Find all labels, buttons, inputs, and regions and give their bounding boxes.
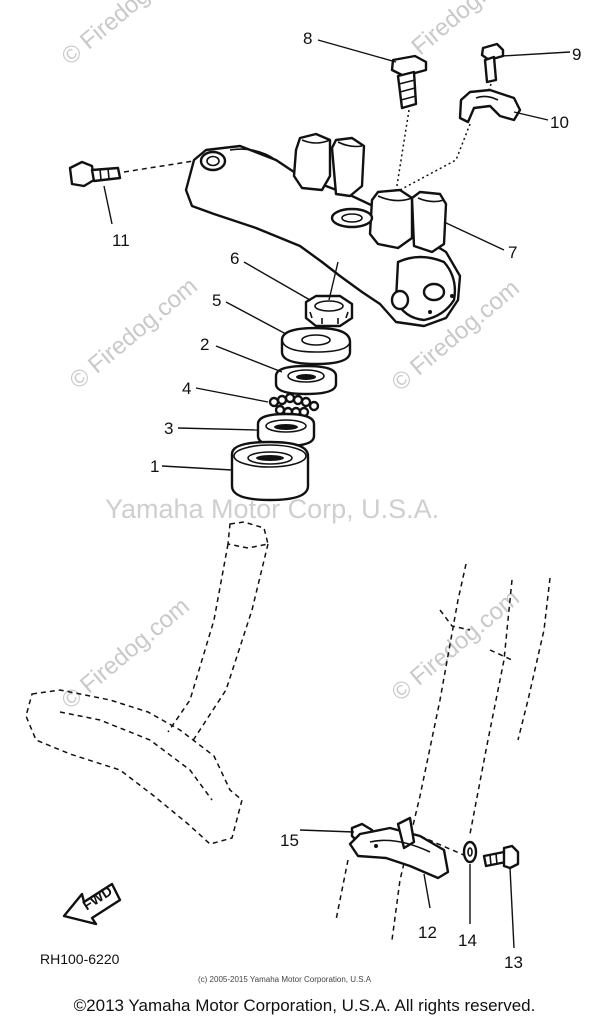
small-copyright: (c) 2005-2015 Yamaha Motor Corporation, …	[198, 975, 372, 984]
callout-8: 8	[303, 29, 312, 48]
part-10-holder-cap	[399, 88, 522, 191]
callout-3: 3	[164, 419, 173, 438]
part-6-ring-nut	[304, 261, 354, 328]
callout-9: 9	[572, 45, 581, 64]
part-11-pinch-bolt	[68, 159, 201, 188]
callout-5: 5	[212, 291, 221, 310]
callout-1: 1	[150, 457, 159, 476]
copyright-footer: ©2013 Yamaha Motor Corporation, U.S.A. A…	[73, 996, 536, 1015]
callout-7: 7	[508, 243, 517, 262]
steering-stem-phantom	[25, 521, 269, 845]
part-5-cover	[280, 326, 352, 366]
callout-4: 4	[182, 379, 191, 398]
part-8-bolt	[390, 54, 428, 199]
callout-13: 13	[504, 953, 523, 972]
part-4-balls	[268, 392, 320, 418]
part-2-race	[274, 364, 338, 396]
watermark-site-top-right: Firedog.com	[407, 0, 527, 61]
diagram-code: RH100-6220	[40, 951, 120, 967]
part-1-bearing	[230, 440, 310, 502]
fork-tubes-phantom	[335, 563, 551, 941]
callout-15: 15	[280, 831, 299, 850]
callout-2: 2	[200, 335, 209, 354]
leader-lines	[103, 39, 571, 949]
part-7-upper-bracket	[184, 132, 462, 328]
watermark-site-top-left: © Firedog.com	[57, 0, 195, 71]
fwd-arrow-icon: FWD	[62, 883, 122, 926]
part-9-bolt	[480, 42, 505, 99]
watermark-site-bottom-right: © Firedog.com	[387, 585, 525, 707]
watermark-site-left: © Firedog.com	[65, 273, 203, 395]
callout-14: 14	[458, 931, 477, 950]
part-13-bolt	[482, 844, 520, 870]
callout-11: 11	[112, 231, 130, 250]
callout-6: 6	[230, 249, 239, 268]
callout-10: 10	[550, 113, 569, 132]
part-12-cable-guide	[348, 816, 467, 880]
part-14-washer	[462, 840, 478, 864]
watermark-site-bottom-left: © Firedog.com	[57, 593, 195, 715]
callout-12: 12	[418, 923, 437, 942]
